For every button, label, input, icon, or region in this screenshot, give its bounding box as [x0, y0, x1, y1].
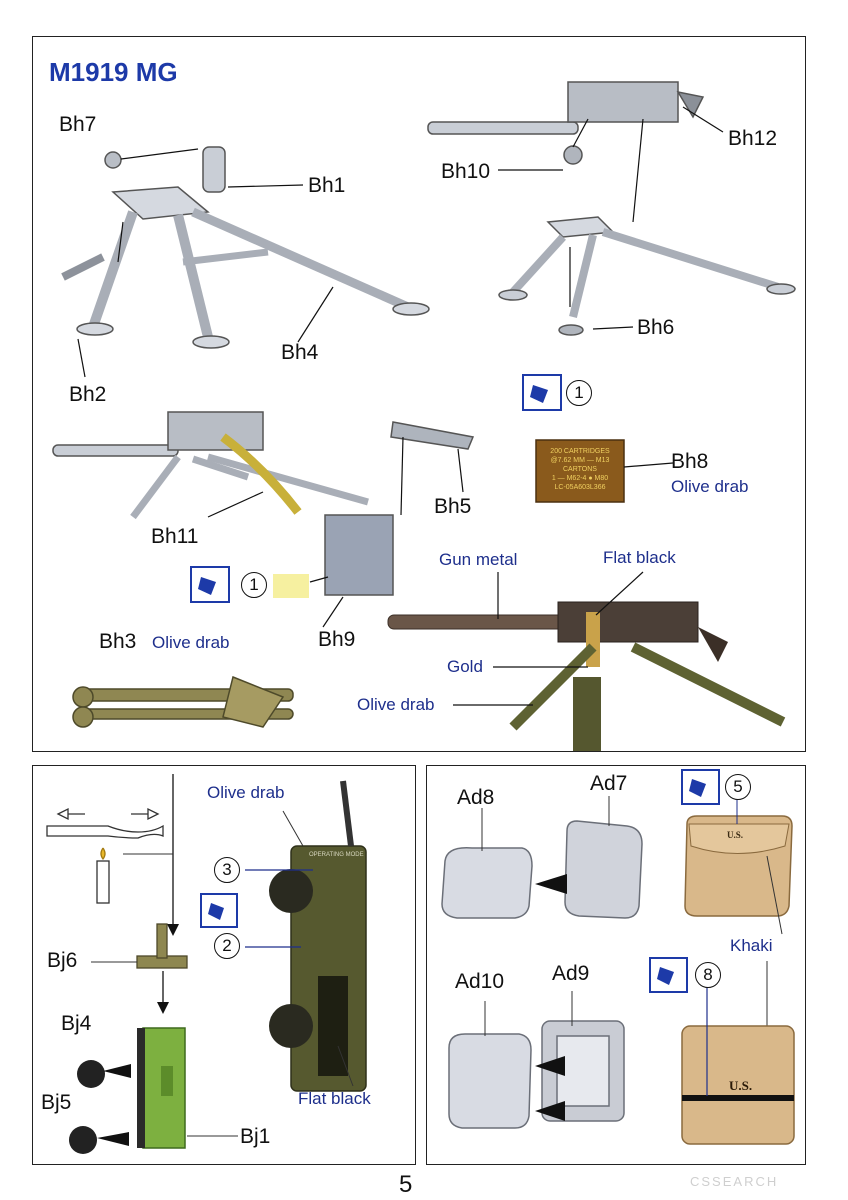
label-bh1: Bh1 [308, 174, 346, 197]
color-flat-black-radio: Flat black [298, 1089, 371, 1108]
label-bh4: Bh4 [281, 341, 319, 364]
leader-lines-middle [207, 436, 464, 628]
decal-icon [200, 893, 238, 928]
label-ad9: Ad9 [552, 962, 590, 985]
pouch-top-text: U.S. [727, 830, 744, 840]
label-ad7: Ad7 [590, 772, 628, 795]
ad8-pouch-drawing [441, 847, 533, 919]
color-olive-drab-gun: Olive drab [357, 695, 435, 714]
bj1-part-drawing [137, 1027, 186, 1149]
radio-illustrations [46, 774, 367, 1154]
khaki-pouch-bottom-drawing [681, 1025, 795, 1145]
leader-lines-gun [498, 106, 724, 330]
color-olive-drab-bh8: Olive drab [671, 477, 749, 496]
label-bj1: Bj1 [240, 1125, 271, 1148]
decal-sample [273, 574, 309, 598]
label-bh2: Bh2 [69, 383, 107, 406]
decal-number: 1 [241, 572, 267, 598]
label-ad8: Ad8 [457, 786, 495, 809]
bh3-part-drawing [72, 675, 294, 728]
radio-drawing [269, 780, 367, 1092]
khaki-pouch-top-drawing [684, 815, 793, 917]
label-bh12: Bh12 [728, 127, 778, 150]
ammo-box-drawing [535, 439, 674, 503]
ad7-pouch-drawing [564, 820, 643, 919]
page-number: 5 [399, 1171, 413, 1198]
label-bh8: Bh8 [671, 450, 709, 473]
stretch-sprue-drawing [46, 807, 164, 904]
decal-number: 2 [214, 933, 240, 959]
bj6-part-drawing [136, 923, 188, 969]
label-bj5: Bj5 [41, 1091, 72, 1114]
tripod-assembly-drawing [61, 146, 430, 349]
panel-m1919-mg: M1919 MG [32, 36, 806, 752]
decal-icon [649, 957, 688, 993]
decal-number: 3 [214, 857, 240, 883]
panel-pouches: Ad8 Ad7 Ad10 Ad9 Khaki 5 8 U.S. U.S. [426, 765, 806, 1165]
label-bh11: Bh11 [151, 525, 199, 548]
bj5-knob [69, 1126, 97, 1154]
leader-lines-tripod [77, 148, 334, 378]
label-bh9: Bh9 [318, 628, 356, 651]
decal-icon [190, 566, 230, 603]
decal-icon [681, 769, 720, 805]
painted-gun-drawing [387, 601, 786, 751]
color-flat-black: Flat black [603, 548, 676, 567]
color-khaki: Khaki [730, 936, 773, 955]
ammo-box-text: 200 CARTRIDGES @7.62 MM — M13 CARTONS 1 … [550, 448, 610, 491]
gun-with-belt-drawing [52, 411, 475, 596]
leader-lines-colors [453, 571, 644, 706]
color-gun-metal: Gun metal [439, 550, 518, 569]
panel-radio: Olive drab Flat black 3 2 Bj6 Bj4 Bj5 Bj… [32, 765, 416, 1165]
gun-on-tripod-drawing [427, 81, 796, 336]
label-ad10: Ad10 [455, 970, 505, 993]
label-bh10: Bh10 [441, 160, 491, 183]
label-bj4: Bj4 [61, 1012, 92, 1035]
page-title: M1919 MG [49, 57, 178, 87]
decal-number: 1 [566, 380, 592, 406]
watermark: CSSEARCH [690, 1174, 779, 1189]
color-gold: Gold [447, 657, 483, 676]
ad10-pouch-drawing [448, 1033, 532, 1129]
m1919-illustrations [52, 81, 796, 751]
label-bh5: Bh5 [434, 495, 472, 518]
label-bh6: Bh6 [637, 316, 675, 339]
label-bj6: Bj6 [47, 949, 78, 972]
label-bh7: Bh7 [59, 113, 97, 136]
decal-icon [522, 374, 562, 411]
bj4-knob [77, 1060, 105, 1088]
color-olive-drab-bh3: Olive drab [152, 633, 230, 652]
decal-number: 5 [725, 774, 751, 800]
pouch-illustrations [441, 769, 795, 1145]
decal-number: 8 [695, 962, 721, 988]
label-bh3: Bh3 [99, 630, 137, 653]
color-olive-drab-radio: Olive drab [207, 783, 285, 802]
pouch-bottom-text: U.S. [729, 1078, 753, 1093]
radio-text: OPERATING MODE [309, 852, 364, 858]
